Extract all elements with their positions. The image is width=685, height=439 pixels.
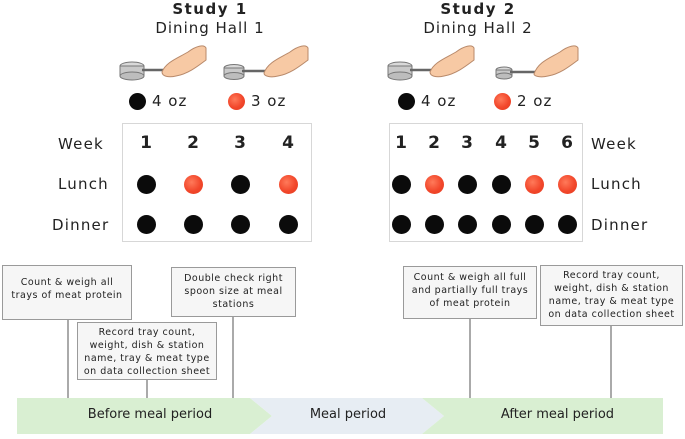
- study1-hall: Dining Hall 1: [155, 19, 265, 37]
- week-number: 4: [495, 133, 507, 153]
- serving-spoon-hand-icon: [495, 45, 579, 80]
- week-label: Week: [591, 135, 637, 153]
- red-dot-icon: [557, 174, 577, 194]
- legend-label: 3 oz: [251, 92, 287, 110]
- legend-3oz: 3 oz: [228, 92, 286, 110]
- black-dot-icon: [524, 214, 544, 234]
- dinner-label: Dinner: [52, 216, 110, 234]
- lunch-label: Lunch: [58, 175, 109, 193]
- black-dot-icon: [491, 214, 511, 234]
- phase-after-label: After meal period: [500, 407, 615, 422]
- legend-label: 4 oz: [152, 92, 188, 110]
- phase-before-label: Before meal period: [87, 407, 213, 422]
- red-dot-icon: [494, 92, 511, 110]
- week-number: 5: [528, 133, 540, 153]
- phase-meal-label: Meal period: [309, 407, 387, 422]
- serving-spoon-hand-icon: [387, 45, 475, 81]
- phase-before-arrow: [17, 398, 272, 434]
- week-number: 1: [395, 133, 407, 153]
- black-dot-icon: [457, 174, 477, 194]
- serving-spoon-hand-icon: [223, 45, 309, 80]
- black-dot-icon: [557, 214, 577, 234]
- black-dot-icon: [230, 214, 250, 234]
- black-dot-icon: [424, 214, 444, 234]
- study1-title: Study 1: [172, 0, 248, 18]
- red-dot-icon: [424, 174, 444, 194]
- note-count-weigh-after: Count & weigh all full and partially ful…: [403, 266, 537, 319]
- note-record-tray-before: Record tray count, weight, dish & statio…: [77, 322, 217, 380]
- study2-hall: Dining Hall 2: [423, 19, 533, 37]
- black-dot-icon: [398, 92, 415, 110]
- black-dot-icon: [136, 174, 156, 194]
- serving-spoon-hand-icon: [119, 45, 207, 81]
- lunch-label: Lunch: [591, 175, 642, 193]
- study2-title: Study 2: [440, 0, 516, 18]
- week-number: 4: [282, 133, 294, 153]
- phase-after-arrow: [422, 398, 663, 434]
- study2-schedule-grid: [389, 123, 583, 242]
- week-number: 3: [234, 133, 246, 153]
- black-dot-icon: [136, 214, 156, 234]
- week-number: 2: [187, 133, 199, 153]
- week-label: Week: [58, 135, 104, 153]
- red-dot-icon: [524, 174, 544, 194]
- note-double-check-spoon: Double check right spoon size at meal st…: [171, 267, 296, 317]
- week-number: 2: [428, 133, 440, 153]
- note-record-tray-after: Record tray count, weight, dish & statio…: [540, 265, 683, 326]
- black-dot-icon: [278, 214, 298, 234]
- legend-4oz: 4 oz: [398, 92, 456, 110]
- legend-label: 2 oz: [517, 92, 553, 110]
- black-dot-icon: [391, 174, 411, 194]
- red-dot-icon: [228, 92, 245, 110]
- legend-2oz: 2 oz: [494, 92, 552, 110]
- black-dot-icon: [230, 174, 250, 194]
- black-dot-icon: [457, 214, 477, 234]
- red-dot-icon: [183, 174, 203, 194]
- week-number: 1: [140, 133, 152, 153]
- legend-4oz: 4 oz: [129, 92, 187, 110]
- legend-label: 4 oz: [421, 92, 457, 110]
- note-count-weigh-before: Count & weigh all trays of meat protein: [2, 265, 132, 320]
- black-dot-icon: [491, 174, 511, 194]
- week-number: 6: [561, 133, 573, 153]
- dinner-label: Dinner: [591, 216, 649, 234]
- black-dot-icon: [183, 214, 203, 234]
- phase-meal-arrow: [250, 398, 444, 434]
- black-dot-icon: [391, 214, 411, 234]
- black-dot-icon: [129, 92, 146, 110]
- red-dot-icon: [278, 174, 298, 194]
- week-number: 3: [461, 133, 473, 153]
